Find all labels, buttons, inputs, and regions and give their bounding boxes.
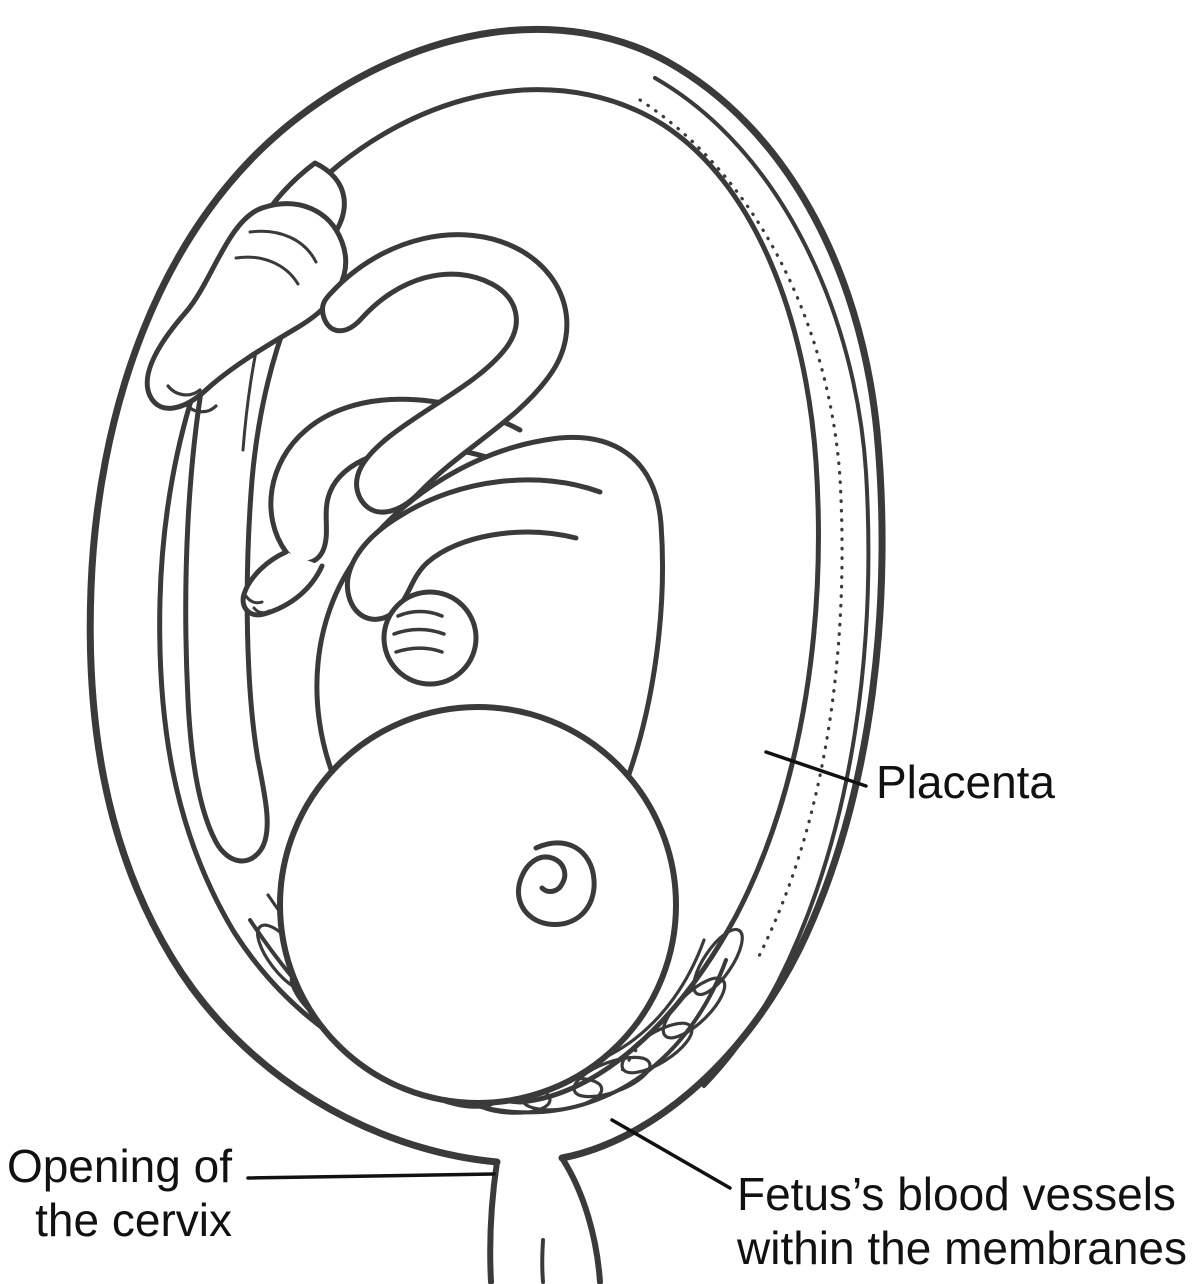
leader-line-placenta <box>764 750 868 788</box>
fetus-ear <box>515 840 597 927</box>
label-cervix-line1: Opening of <box>6 1140 232 1192</box>
umbilical-cord <box>319 232 570 515</box>
label-fetal-vessels: Fetus’s blood vessels within the membran… <box>737 1168 1187 1276</box>
fetus-hand <box>381 589 479 687</box>
label-placenta: Placenta <box>876 756 1055 810</box>
fetus-foot <box>240 549 325 618</box>
uterine-wall-inner-line <box>653 76 871 1088</box>
fetus-head <box>277 704 679 1106</box>
placenta-lobe <box>144 201 349 414</box>
cervix-opening-shape <box>487 1155 603 1284</box>
label-vessels-line2: within the membranes <box>737 1221 1187 1274</box>
label-cervix-opening: Opening of the cervix <box>0 1140 232 1248</box>
label-cervix-line2: the cervix <box>35 1193 232 1246</box>
leader-line-vessels <box>610 1118 732 1190</box>
leader-line-cervix <box>246 1172 496 1180</box>
label-vessels-line1: Fetus’s blood vessels <box>737 1168 1176 1220</box>
uterus-outer-wall <box>86 25 886 1166</box>
fetus-arm <box>344 477 603 687</box>
label-placenta-text: Placenta <box>876 756 1056 808</box>
